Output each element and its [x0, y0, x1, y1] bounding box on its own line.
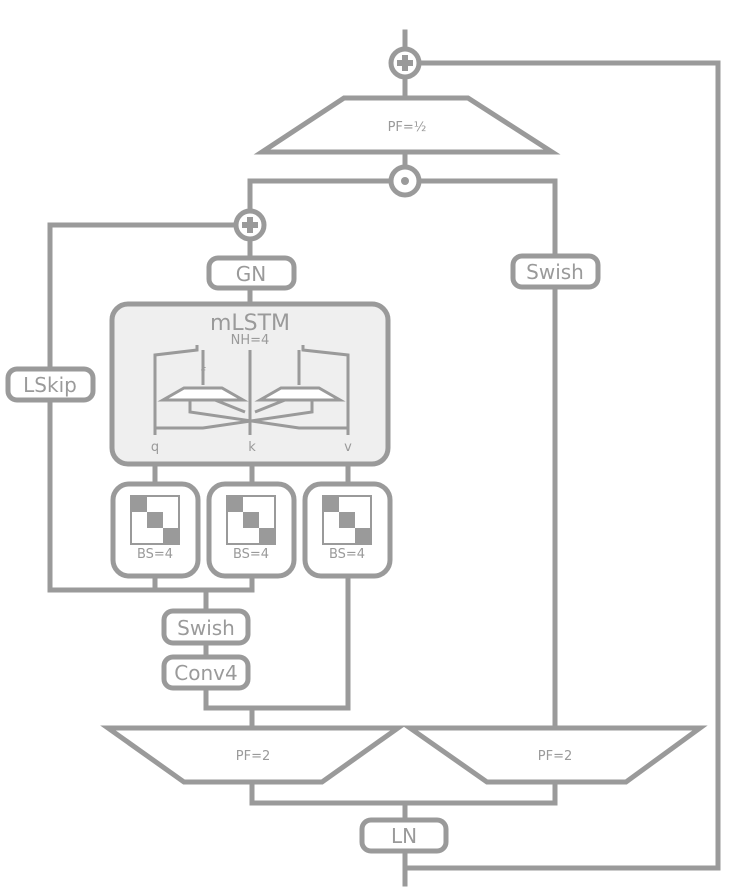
- mlstm-internal-wiring: [153, 345, 350, 435]
- bs-k-label: BS=4: [233, 547, 269, 562]
- gate-i-block: [254, 386, 346, 402]
- k-label: k: [248, 440, 256, 455]
- pf-right-label: PF=2: [538, 749, 572, 764]
- bs-v-label: BS=4: [329, 547, 365, 562]
- mlstm-block: mLSTM NH=4 f i q k v: [109, 301, 391, 467]
- add-node-left: [233, 208, 267, 242]
- swish-right-box: Swish: [510, 253, 601, 290]
- ln-box: LN: [359, 817, 449, 854]
- add-node-top: [388, 46, 422, 80]
- gn-label: GN: [236, 262, 266, 286]
- pf-left-label: PF=2: [236, 749, 270, 764]
- gate-f-label: f: [201, 366, 206, 381]
- ln-label: LN: [391, 824, 417, 848]
- q-label: q: [151, 440, 159, 455]
- mlstm-heads-label: NH=4: [231, 333, 270, 348]
- bs-block-k: BS=4: [206, 481, 297, 579]
- pf-top-projection: PF=½: [253, 95, 561, 155]
- conv4-box: Conv4: [161, 654, 251, 691]
- multiply-node: [388, 164, 422, 198]
- pf-right-projection: PF=2: [402, 725, 708, 785]
- connection-lines: [47, 29, 721, 887]
- bs-block-v: BS=4: [302, 481, 393, 579]
- lskip-label: LSkip: [23, 373, 77, 397]
- gate-f-block: [157, 386, 249, 402]
- lskip-box: LSkip: [5, 366, 96, 403]
- swish-right-label: Swish: [526, 260, 584, 284]
- pf-top-label: PF=½: [388, 120, 427, 135]
- bs-block-q: BS=4: [110, 481, 201, 579]
- gate-i-label: i: [297, 366, 301, 381]
- gn-box: GN: [206, 255, 297, 291]
- swish-left-label: Swish: [177, 616, 235, 640]
- mlstm-title: mLSTM: [210, 311, 290, 336]
- v-label: v: [344, 440, 352, 455]
- conv4-label: Conv4: [174, 661, 237, 685]
- pf-left-projection: PF=2: [100, 725, 406, 785]
- swish-left-box: Swish: [161, 608, 251, 646]
- bs-q-label: BS=4: [137, 547, 173, 562]
